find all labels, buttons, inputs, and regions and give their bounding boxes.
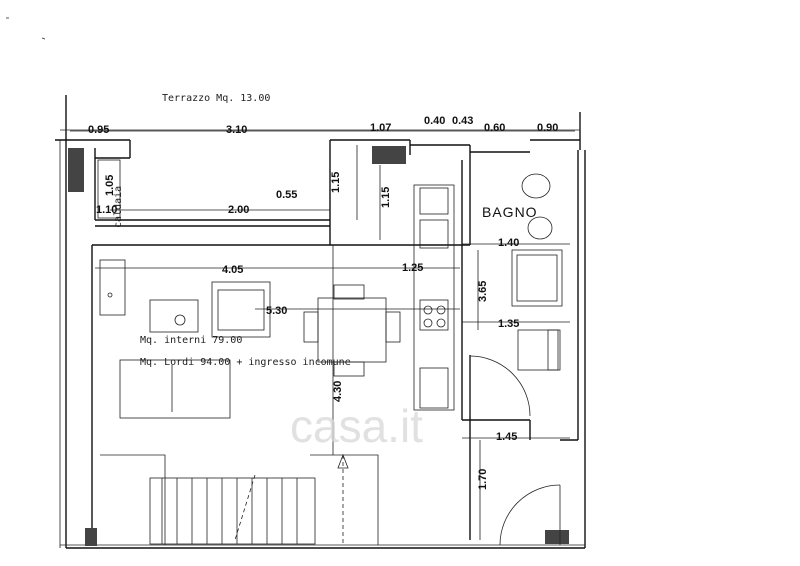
bathroom bbox=[511, 173, 563, 371]
dim-label: 1.07 bbox=[370, 122, 391, 134]
terrace-label: Terrazzo Mq. 13.00 bbox=[162, 93, 270, 104]
boiler-label: caldaia bbox=[113, 186, 124, 228]
doors bbox=[469, 355, 561, 546]
dim-label: 0.40 bbox=[424, 115, 445, 127]
dim-label: 3.10 bbox=[226, 124, 247, 136]
living-furniture bbox=[99, 259, 401, 419]
dim-label: 4.30 bbox=[332, 381, 344, 402]
dim-label: 5.30 bbox=[266, 305, 287, 317]
dim-label: 0.43 bbox=[452, 115, 473, 127]
dim-label: 1.15 bbox=[380, 187, 392, 208]
dim-label: 1.70 bbox=[477, 469, 489, 490]
dim-label: 1.05 bbox=[104, 175, 116, 196]
kitchen bbox=[413, 184, 455, 411]
dim-label: 0.95 bbox=[88, 124, 109, 136]
scan-marks bbox=[6, 17, 46, 40]
bathroom-label: BAGNO bbox=[482, 204, 538, 220]
dim-label: 3.65 bbox=[477, 281, 489, 302]
dim-label: 1.15 bbox=[330, 172, 342, 193]
area-gross-label: Mq. Lordi 94.00 + ingresso incomune bbox=[140, 357, 351, 368]
columns bbox=[68, 146, 569, 546]
dim-label: 2.00 bbox=[228, 204, 249, 216]
watermark-logo: casa.it bbox=[290, 400, 423, 452]
dim-label: 1.25 bbox=[402, 262, 423, 274]
dim-label: 0.55 bbox=[276, 189, 297, 201]
dim-label: 1.40 bbox=[498, 237, 519, 249]
dim-label: 1.45 bbox=[496, 431, 517, 443]
stairs bbox=[100, 453, 379, 545]
area-internal-label: Mq. interni 79.00 bbox=[140, 335, 242, 346]
outer-walls bbox=[55, 95, 586, 549]
dimension-lines bbox=[70, 130, 575, 540]
dim-label: 1.35 bbox=[498, 318, 519, 330]
boiler-unit bbox=[97, 159, 121, 219]
dim-label: 1.10 bbox=[96, 204, 117, 216]
dim-label: 0.90 bbox=[537, 122, 558, 134]
terrace-railing bbox=[60, 118, 581, 131]
dim-label: 4.05 bbox=[222, 264, 243, 276]
dim-label: 0.60 bbox=[484, 122, 505, 134]
